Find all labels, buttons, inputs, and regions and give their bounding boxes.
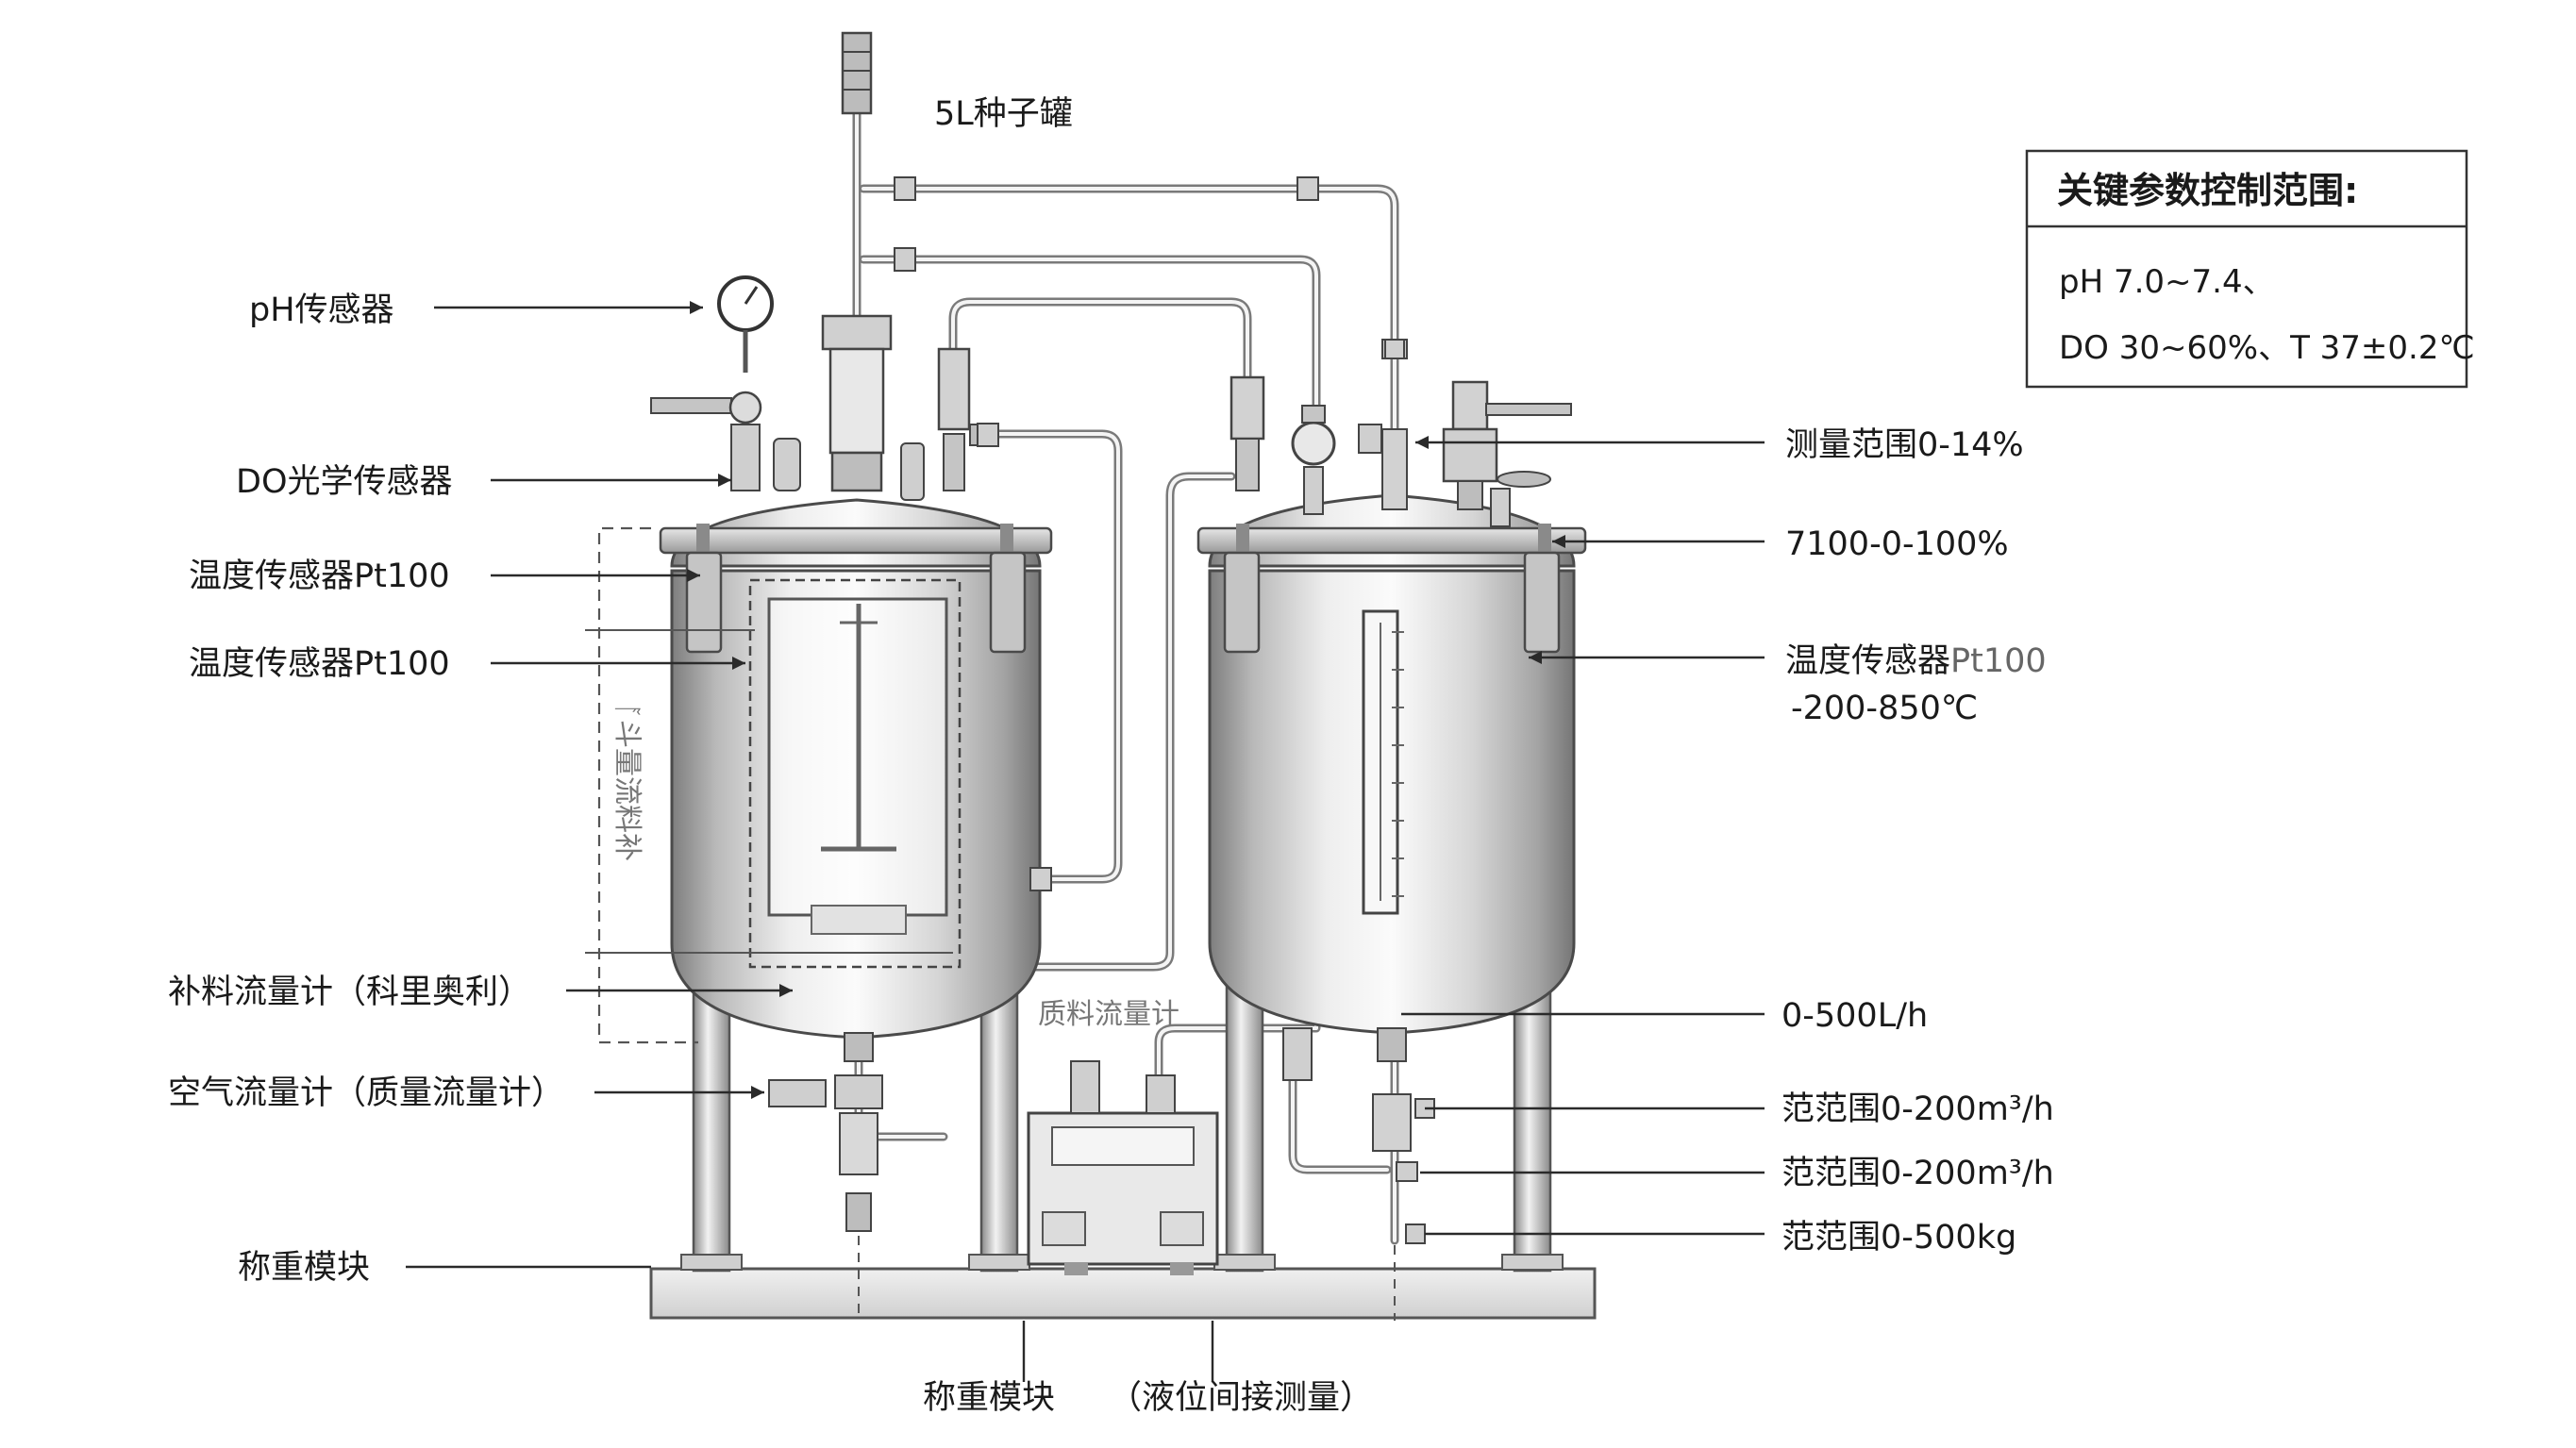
right-tank-top-fittings bbox=[1229, 176, 1572, 527]
ph-range-label: 测量范围0-14% bbox=[1785, 426, 2024, 464]
seed-tank-left bbox=[585, 498, 1053, 1321]
feed-flowmeter-label: 补料流量计（科里奥利） bbox=[168, 974, 531, 1011]
weighing-module-label-bottom: 称重模块 bbox=[923, 1379, 1055, 1417]
params-box-line1: pH 7.0~7.4、 bbox=[2059, 263, 2275, 301]
temp-sensor-label-1: 温度传感器Pt100 bbox=[189, 558, 450, 595]
params-box-line2: DO 30~60%、T 37±0.2℃ bbox=[2059, 329, 2475, 367]
weighing-module-label-left: 称重模块 bbox=[238, 1249, 370, 1287]
air-flowmeter-label: 空气流量计（质量流量计） bbox=[168, 1074, 564, 1112]
mass-flowmeter-inline-label: 质料流量计 bbox=[1038, 998, 1179, 1031]
flow-range-label: 0-500L/h bbox=[1781, 997, 1928, 1035]
do-range-label: 7100-0-100% bbox=[1785, 525, 2009, 563]
air-range-label-1: 范范围0-200m³/h bbox=[1781, 1090, 2054, 1128]
params-box-title: 关键参数控制范围: bbox=[2057, 170, 2358, 211]
weight-range-label: 范范围0-500kg bbox=[1781, 1219, 2016, 1257]
base-platform bbox=[649, 1267, 1597, 1320]
params-box: 关键参数控制范围: pH 7.0~7.4、 DO 30~60%、T 37±0.2… bbox=[2025, 149, 2475, 389]
diagram-title: 5L种子罐 bbox=[934, 95, 1073, 133]
do-sensor-label: DO光学传感器 bbox=[236, 463, 453, 501]
bottom-labels: 称重模块 （液位间接测量） bbox=[923, 1379, 1373, 1417]
air-range-label-2: 范范围0-200m³/h bbox=[1781, 1155, 2054, 1192]
right-labels: 测量范围0-14% 7100-0-100% 温度传感器Pt100 -200-85… bbox=[1781, 426, 2054, 1257]
temp-sensor-label-2: 温度传感器Pt100 bbox=[189, 645, 450, 683]
mass-flowmeter-unit bbox=[1027, 1060, 1219, 1275]
seed-tank-right bbox=[1196, 493, 1587, 1321]
ph-sensor-label: pH传感器 bbox=[249, 291, 394, 329]
temp-sensor-right-name: 温度传感器 bbox=[1785, 642, 1950, 680]
temp-sensor-right-label: 温度传感器Pt100 bbox=[1785, 642, 2047, 680]
left-labels: pH传感器 DO光学传感器 温度传感器Pt100 温度传感器Pt100 补料流量… bbox=[168, 291, 564, 1287]
temp-sensor-right-model: Pt100 bbox=[1950, 642, 2047, 680]
level-measurement-label: （液位间接测量） bbox=[1109, 1379, 1373, 1417]
left-tank-top-fittings bbox=[650, 31, 1052, 891]
leader-lines bbox=[406, 301, 1765, 1382]
vertical-mirrored-label: ᚪ斗量流料补 bbox=[611, 703, 644, 861]
temp-range-label: -200-850℃ bbox=[1791, 690, 1978, 727]
